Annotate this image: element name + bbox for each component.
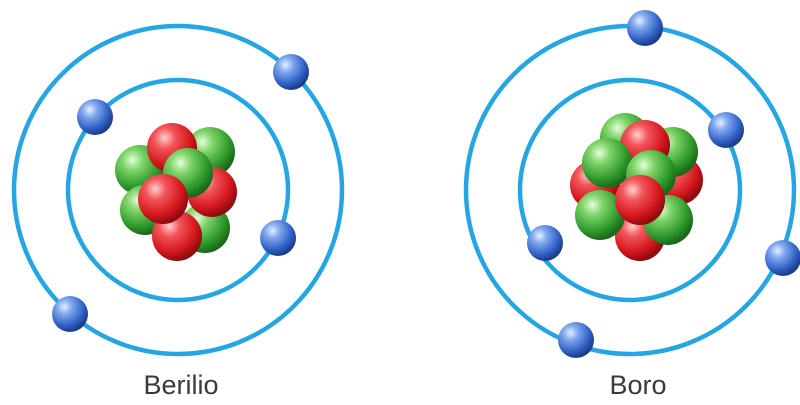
neutron: [582, 138, 632, 188]
electron: [627, 10, 663, 46]
proton: [615, 175, 665, 225]
orbit-inner: [65, 77, 291, 303]
nucleus: [115, 123, 237, 261]
orbit-outer: [11, 23, 345, 357]
atom-boron: Boro: [463, 10, 800, 400]
nucleus: [570, 113, 703, 261]
electron: [260, 220, 296, 256]
proton: [138, 174, 188, 224]
electron: [765, 240, 800, 276]
electron: [708, 112, 744, 148]
electron: [273, 54, 309, 90]
neutron: [575, 190, 625, 240]
electron: [52, 296, 88, 332]
atom-beryllium: Berilio: [11, 23, 345, 400]
electron: [527, 225, 563, 261]
atom-label: Boro: [609, 370, 666, 400]
atom-label: Berilio: [143, 370, 218, 400]
electron: [558, 322, 594, 358]
orbit-inner: [517, 77, 743, 303]
electron: [77, 99, 113, 135]
